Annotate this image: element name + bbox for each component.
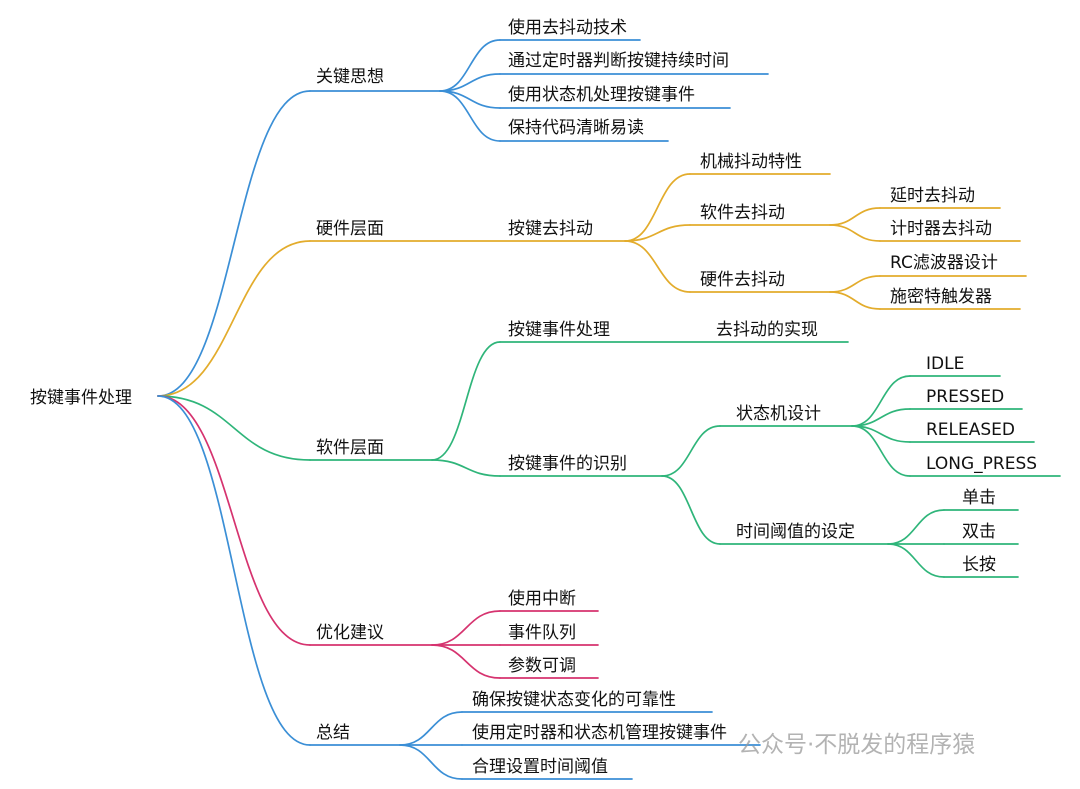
connector-curve — [431, 341, 501, 461]
connector-curve — [887, 509, 945, 545]
leaf-label: 施密特触发器 — [890, 287, 992, 307]
connector-curve — [399, 744, 463, 780]
connector-curve — [157, 395, 311, 746]
connector-curve — [661, 475, 721, 545]
connector-curve — [829, 224, 881, 242]
branch-label-key-ideas: 关键思想 — [316, 67, 384, 87]
connector-curve — [829, 291, 881, 310]
connector-curve — [661, 425, 721, 477]
connector-curve — [829, 207, 881, 226]
connector-curve — [829, 275, 881, 293]
leaf-label: 保持代码清晰易读 — [508, 118, 644, 138]
leaf-label: 使用中断 — [508, 588, 576, 609]
node-label: 按键事件处理 — [508, 320, 610, 340]
branch-label-software: 软件层面 — [316, 438, 384, 458]
leaf-label: 事件队列 — [508, 623, 576, 643]
connector-curve — [157, 395, 311, 646]
node-label: 时间阈值的设定 — [736, 522, 855, 542]
leaf-label: 去抖动的实现 — [716, 320, 818, 340]
leaf-label: 合理设置时间阈值 — [472, 757, 608, 777]
connector-curve — [851, 375, 911, 427]
leaf-label: 双击 — [962, 522, 996, 542]
connector-curve — [624, 224, 691, 242]
node-label: 按键去抖动 — [508, 219, 593, 239]
leaf-label: IDLE — [926, 354, 964, 374]
mindmap-edges — [157, 39, 1061, 780]
connector-curve — [157, 240, 311, 397]
leaf-label: 使用去抖动技术 — [508, 17, 627, 38]
connector-curve — [399, 711, 463, 746]
leaf-label: RC滤波器设计 — [890, 253, 998, 273]
leaf-label: PRESSED — [926, 387, 1004, 407]
connector-curve — [431, 459, 501, 477]
connector-curve — [624, 240, 691, 293]
watermark: 公众号·不脱发的程序猿 — [738, 732, 975, 758]
connector-curve — [887, 543, 945, 578]
leaf-label: 使用状态机处理按键事件 — [508, 84, 695, 105]
leaf-label: 计时器去抖动 — [890, 219, 992, 239]
branch-label-hardware: 硬件层面 — [316, 219, 384, 239]
branch-label-optimization: 优化建议 — [316, 623, 384, 643]
node-label: 状态机设计 — [736, 404, 821, 424]
connector-curve — [439, 73, 501, 92]
mindmap-labels: 按键事件处理 关键思想 使用去抖动技术 通过定时器判断按键持续时间 使用状态机处… — [30, 17, 1037, 777]
node-label: 按键事件的识别 — [508, 454, 627, 474]
connector-curve — [431, 610, 501, 646]
branch-label-summary: 总结 — [316, 723, 350, 743]
connector-curve — [624, 173, 691, 242]
root-label: 按键事件处理 — [30, 388, 132, 408]
leaf-label: 通过定时器判断按键持续时间 — [508, 51, 729, 71]
connector-curve — [157, 395, 311, 461]
leaf-label: 确保按键状态变化的可靠性 — [472, 690, 676, 710]
leaf-label: 使用定时器和状态机管理按键事件 — [472, 722, 727, 743]
leaf-label: 延时去抖动 — [890, 186, 975, 206]
connector-curve — [439, 90, 501, 142]
leaf-label: 单击 — [962, 488, 996, 508]
leaf-label: RELEASED — [926, 420, 1015, 440]
node-label: 软件去抖动 — [700, 203, 785, 223]
node-label: 硬件去抖动 — [700, 270, 785, 290]
connector-curve — [851, 408, 911, 427]
leaf-label: 长按 — [962, 555, 996, 575]
leaf-label: LONG_PRESS — [926, 454, 1037, 474]
connector-curve — [439, 39, 501, 92]
leaf-label: 机械抖动特性 — [700, 152, 802, 172]
connector-curve — [431, 644, 501, 679]
connector-curve — [851, 425, 911, 477]
leaf-label: 参数可调 — [508, 656, 576, 676]
connector-curve — [157, 90, 311, 397]
